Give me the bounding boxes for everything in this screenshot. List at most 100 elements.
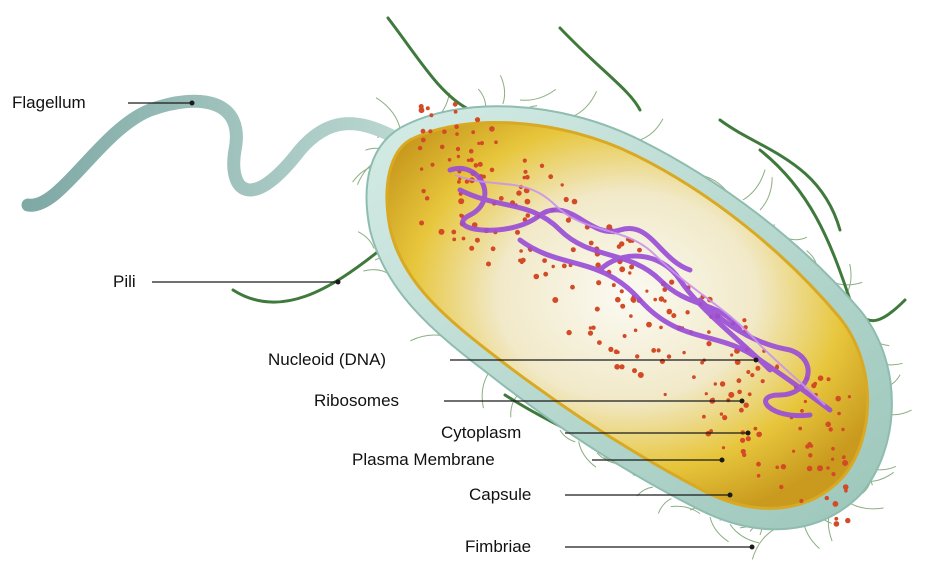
ribosome-dot — [761, 379, 765, 383]
ribosome-dot — [454, 110, 458, 114]
ribosome-dot — [829, 427, 833, 431]
ribosome-dot — [589, 241, 594, 246]
ribosome-dot — [421, 129, 426, 134]
ribosome-dot — [700, 361, 704, 365]
ribosome-dot — [523, 170, 527, 174]
ribosome-dot — [480, 141, 484, 145]
ribosome-dot — [623, 334, 627, 338]
fimbria-hair — [520, 89, 556, 100]
fimbria-hair — [752, 529, 774, 559]
ribosome-dot — [616, 351, 619, 354]
ribosome-dot — [645, 290, 648, 293]
ribosome-dot — [542, 258, 547, 263]
ribosome-dot — [827, 377, 831, 381]
ribosome-dot — [750, 373, 754, 377]
ribosome-dot — [499, 196, 504, 201]
ribosome-dot — [572, 199, 578, 205]
ribosome-dot — [552, 297, 558, 303]
ribosome-dot — [706, 341, 711, 346]
ribosome-dot — [634, 329, 638, 333]
fimbria-hair — [363, 270, 387, 273]
ribosome-dot — [595, 307, 600, 312]
ribosome-dot — [494, 140, 498, 144]
ribosome-dot — [475, 238, 480, 243]
ribosome-dot — [842, 460, 848, 466]
ribosome-dot — [811, 383, 816, 388]
ribosome-dot — [571, 247, 576, 252]
ribosome-dot — [457, 155, 460, 158]
ribosome-dot — [425, 197, 428, 200]
ribosome-dot — [420, 167, 423, 170]
ribosome-dot — [728, 392, 734, 398]
ribosome-dot — [471, 130, 475, 134]
ribosome-dot — [465, 179, 469, 183]
ribosome-dot — [619, 364, 624, 369]
ribosome-dot — [756, 432, 762, 438]
ribosome-dot — [653, 298, 657, 302]
ribosome-dot — [525, 199, 531, 205]
ribosome-dot — [834, 521, 840, 527]
ribosome-dot — [562, 264, 567, 269]
ribosome-dot — [515, 230, 520, 235]
ribosome-dot — [442, 129, 447, 134]
label-cytoplasm: Cytoplasm — [441, 423, 521, 443]
ribosome-dot — [682, 351, 685, 354]
flagellum-shape — [28, 101, 390, 205]
ribosome-dot — [629, 314, 633, 318]
ribosome-dot — [453, 102, 458, 107]
ribosome-dot — [841, 428, 844, 431]
ribosome-dot — [428, 129, 432, 133]
ribosome-dot — [426, 106, 430, 110]
ribosome-dot — [664, 393, 667, 396]
ribosome-dot — [799, 499, 803, 503]
ribosome-dot — [523, 159, 527, 163]
ribosome-dot — [564, 197, 569, 202]
label-ribosomes: Ribosomes — [314, 391, 399, 411]
ribosome-dot — [804, 400, 807, 403]
fimbria-hair — [640, 119, 663, 140]
fimbria-hair — [482, 373, 488, 408]
ribosome-dot — [526, 213, 531, 218]
fimbria-hair — [743, 170, 765, 200]
ribosome-dot — [807, 466, 813, 472]
ribosome-dot — [548, 174, 553, 179]
fimbria-hair — [500, 75, 504, 104]
ribosome-dot — [566, 330, 571, 335]
ribosome-dot — [800, 409, 804, 413]
ribosome-dot — [805, 444, 810, 449]
ribosome-dot — [631, 298, 636, 303]
ribosome-dot — [726, 398, 730, 402]
fimbria-hair — [571, 91, 596, 117]
ribosome-dot — [746, 370, 750, 374]
ribosome-dot — [491, 246, 496, 251]
ribosome-dot — [429, 113, 433, 117]
ribosome-dot — [452, 238, 456, 242]
ribosome-dot — [612, 283, 616, 287]
ribosome-dot — [628, 271, 631, 274]
ribosome-dot — [825, 496, 829, 500]
ribosome-dot — [596, 280, 601, 285]
ribosome-dot — [809, 444, 813, 448]
ribosome-dot — [667, 309, 673, 315]
ribosome-dot — [440, 145, 445, 150]
ribosome-dot — [756, 462, 761, 467]
ribosome-dot — [521, 258, 526, 263]
ribosome-dot — [486, 262, 491, 267]
ribosome-dot — [620, 289, 624, 293]
ribosome-dot — [720, 412, 723, 415]
ribosome-dot — [826, 466, 830, 470]
ribosome-dot — [421, 189, 425, 193]
ribosome-dot — [570, 285, 575, 290]
ribosome-dot — [833, 501, 839, 507]
ribosome-dot — [779, 485, 783, 489]
ribosome-dot — [614, 364, 620, 370]
ribosome-dot — [646, 322, 652, 328]
label-capsule: Capsule — [469, 485, 531, 505]
ribosome-dot — [737, 390, 742, 395]
ribosome-dot — [597, 340, 602, 345]
ribosome-dot — [454, 124, 459, 129]
ribosome-dot — [638, 372, 644, 378]
label-nucleoid: Nucleoid (DNA) — [268, 350, 386, 370]
